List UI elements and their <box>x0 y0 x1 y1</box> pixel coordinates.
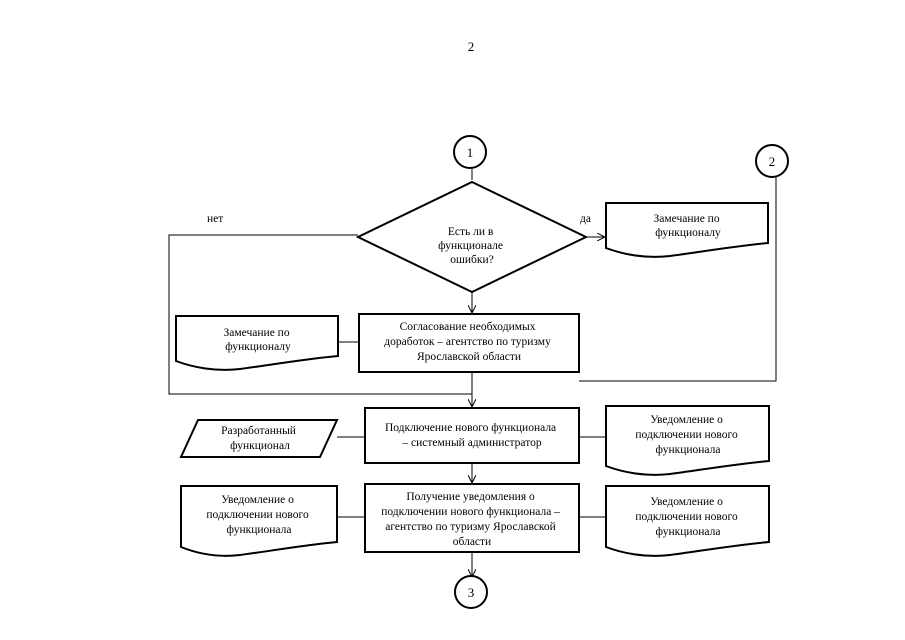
decision-line-3: ошибки? <box>450 254 493 266</box>
svg-text:1: 1 <box>467 145 474 160</box>
data-developed-functionality: Разработанный функционал <box>179 419 339 458</box>
doc-remark-right: Замечание по функционалу <box>605 202 769 258</box>
svg-text:Разработанный функционал: Разработанный функционал <box>221 425 299 452</box>
label-yes: да <box>580 213 591 225</box>
svg-text:Согласование необходимых: Согласование необходимых доработок – аге… <box>384 321 553 363</box>
edge-c2-agree <box>579 177 777 382</box>
connector-3: 3 <box>454 575 488 609</box>
svg-text:2: 2 <box>769 154 776 169</box>
svg-text:Замечание по функционалу: Замечание по функционалу <box>224 327 293 353</box>
svg-text:Уведомление о подключени: Уведомление о подключении нового функцио… <box>635 414 740 456</box>
process-connect: Подключение нового функционала – системн… <box>364 407 580 464</box>
svg-text:Получение уведомления о: Получение уведомления о подключении ново… <box>381 491 563 548</box>
svg-text:Есть ли в функционале: Есть ли в функционале ошибки? <box>438 226 506 266</box>
edge-no <box>168 234 472 395</box>
svg-text:Подключение нового функционала: Подключение нового функционала – системн… <box>385 422 559 449</box>
decision-errors: Есть ли в функционале ошибки? <box>355 180 589 294</box>
decision-line-2: функционале <box>438 240 503 252</box>
svg-text:Уведомление о подключени: Уведомление о подключении нового функцио… <box>635 496 740 538</box>
connector-1: 1 <box>453 135 487 169</box>
doc-notify-right-1: Уведомление о подключении нового функцио… <box>605 405 770 476</box>
doc-remark-left: Замечание по функционалу <box>175 315 339 371</box>
svg-text:3: 3 <box>468 585 475 600</box>
svg-text:Уведомление о подключени: Уведомление о подключении нового функцио… <box>206 494 311 536</box>
decision-line-1: Есть ли в <box>448 226 494 238</box>
page-number: 2 <box>468 39 475 54</box>
svg-text:Замечание по функционалу: Замечание по функционалу <box>654 213 723 239</box>
connector-2: 2 <box>755 144 789 178</box>
process-agreement: Согласование необходимых доработок – аге… <box>358 313 580 373</box>
label-no: нет <box>207 213 223 225</box>
process-receive-notification: Получение уведомления о подключении ново… <box>364 483 580 553</box>
doc-notify-right-2: Уведомление о подключении нового функцио… <box>605 485 770 557</box>
doc-notify-left: Уведомление о подключении нового функцио… <box>180 485 338 557</box>
